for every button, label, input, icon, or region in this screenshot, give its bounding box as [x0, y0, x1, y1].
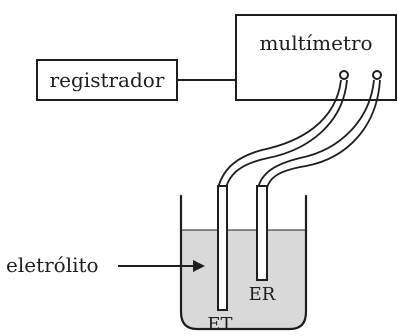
beaker [179, 194, 308, 331]
terminal-left [339, 70, 349, 80]
cable-working-electrode [217, 79, 342, 189]
multimeter-box [235, 14, 397, 101]
terminal-right [372, 70, 382, 80]
multimeter-label: multímetro [259, 31, 372, 55]
reference-electrode [256, 185, 268, 281]
recorder-label: registrador [50, 68, 165, 92]
electrolyte-arrow-head [193, 260, 205, 272]
cable-reference-electrode-inner [266, 79, 381, 189]
reference-electrode-label: ER [249, 284, 276, 305]
electrolyte-solution [181, 230, 306, 328]
cable-reference-electrode [257, 79, 375, 189]
electrolyte-label: eletrólito [6, 253, 99, 277]
cable-working-electrode-inner [225, 79, 348, 189]
working-electrode [217, 185, 228, 311]
working-electrode-label: ET [207, 314, 232, 335]
